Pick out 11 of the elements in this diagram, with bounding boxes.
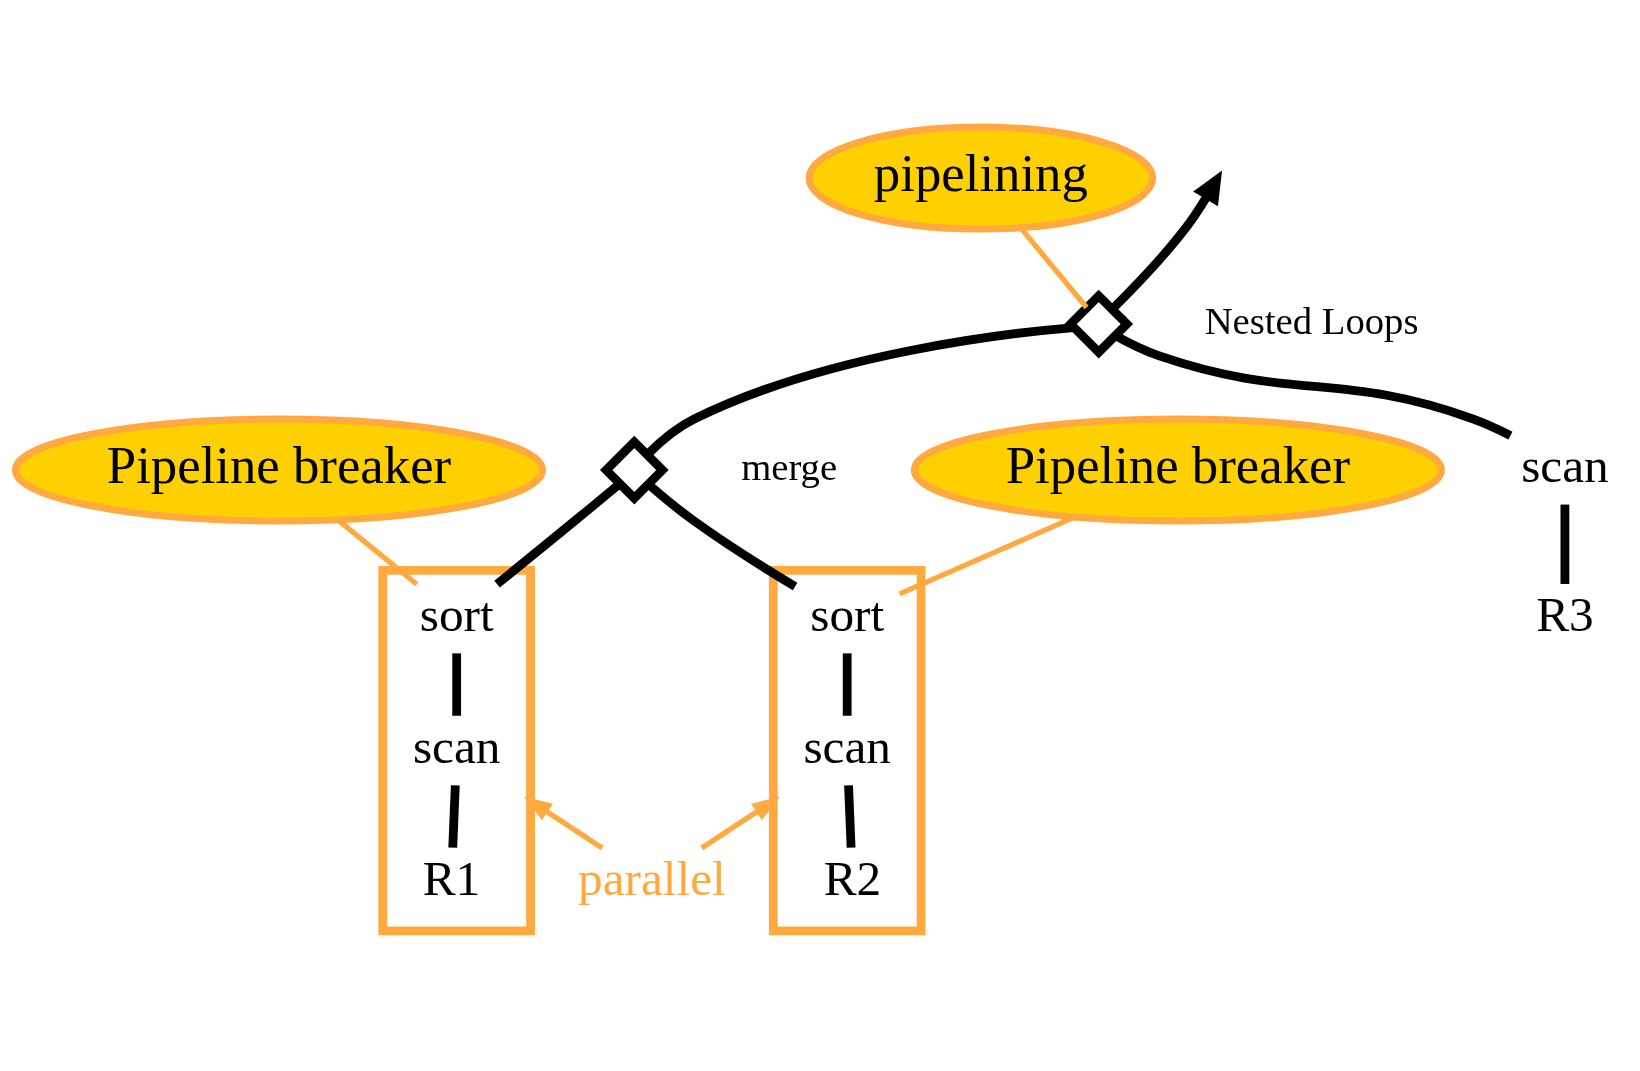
node-text: parallel [578,850,726,906]
node-text: scan [1521,437,1609,493]
node-text: R2 [823,850,882,906]
node-text: R1 [422,850,481,906]
node-label: merge [741,445,838,488]
node-label: Nested Loops [1204,299,1419,342]
node-text: sort [810,586,885,642]
node-text: sort [419,586,494,642]
node-text: scan [412,718,501,774]
node-text: R3 [1536,586,1594,642]
node-text: scan [803,718,891,774]
